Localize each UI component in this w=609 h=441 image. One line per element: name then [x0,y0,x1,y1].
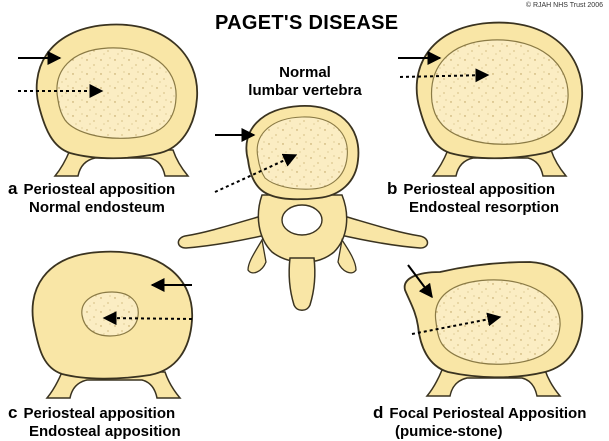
vertebra-panel-d [403,261,584,397]
normal-lumbar-vertebra [177,105,429,311]
right-articular-process [337,238,357,274]
vertebra-panel-b [398,21,583,177]
panel-letter-d: d [373,403,384,422]
caption-c-line1: Periosteal apposition [23,405,176,422]
cancellous-bone-d [434,279,561,365]
endosteal-arrow-c [102,311,193,326]
caption-b-line2: Endosteal resorption [409,199,560,216]
endosteal-arrow-normal [214,153,298,193]
vertebral-foramen [281,204,323,236]
caption-b-line1: Periosteal apposition [403,181,556,198]
caption-d-line1: Focal Periosteal Apposition [389,405,587,422]
panel-letter-c: c [8,403,18,422]
panel-letter-a: a [8,179,18,198]
caption-d-line2: (pumice-stone) [395,423,503,440]
spinous-process [288,257,316,311]
right-transverse-process [335,214,429,249]
caption-panel-c: c Periosteal apposition Endosteal apposit… [8,404,181,441]
panel-letter-b: b [387,179,398,198]
endosteal-arrow-b [399,68,490,83]
endosteal-arrow-d [411,312,502,335]
periosteal-arrow-d [407,264,433,299]
center-caption: Normal lumbar vertebra [236,64,374,100]
left-transverse-process [177,214,271,249]
copyright-notice: © RJAH NHS Trust 2006 [525,2,603,9]
vertebra-panel-c [31,250,193,399]
page-title: PAGET'S DISEASE [215,12,399,34]
cancellous-bone-c [81,291,139,337]
normal-cancellous-bone [256,116,348,190]
pedicle-d [425,369,562,397]
caption-panel-d: d Focal Periosteal Apposition (pumice-sto… [373,404,586,441]
vertebra-panel-a [18,23,198,177]
caption-panel-a: a Periosteal apposition Normal endosteum [8,180,175,217]
center-caption-line2: lumbar vertebra [248,82,362,99]
caption-a-line1: Periosteal apposition [23,181,176,198]
cancellous-bone-b [430,39,569,145]
center-caption-line1: Normal [279,64,331,81]
left-articular-process [247,238,267,274]
cancellous-bone-a [56,47,177,139]
caption-c-line2: Endosteal apposition [29,423,181,440]
caption-panel-b: b Periosteal apposition Endosteal resorpt… [387,180,559,217]
caption-a-line2: Normal endosteum [29,199,165,216]
pedicle-c [45,371,182,399]
